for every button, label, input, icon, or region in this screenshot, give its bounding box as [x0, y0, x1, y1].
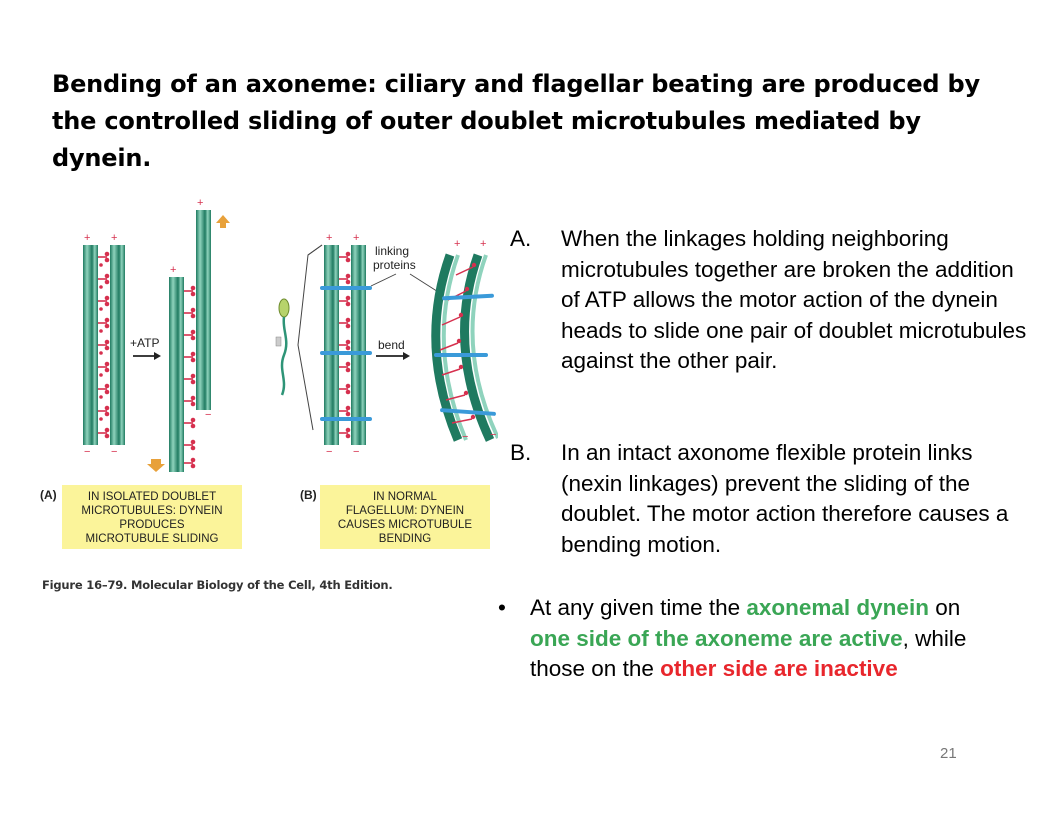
svg-text:IN ISOLATED DOUBLET: IN ISOLATED DOUBLET: [88, 491, 216, 503]
highlight-axonemal-dynein: axonemal dynein: [746, 595, 929, 620]
page-number: 21: [940, 745, 957, 762]
bullet-text-part: , while those on the: [530, 625, 967, 682]
svg-text:+: +: [111, 232, 117, 244]
bullet-text-part: on: [928, 595, 961, 620]
svg-text:−: −: [84, 446, 90, 458]
point-a-text: When the linkages holding neighboring mi…: [561, 226, 1027, 373]
svg-text:MICROTUBULES: DYNEIN: MICROTUBULES: DYNEIN: [81, 505, 222, 517]
point-b-text: In an intact axonome flexible protein li…: [561, 440, 1009, 557]
panel-a-letter: (A): [40, 488, 57, 502]
svg-text:+ATP: +ATP: [130, 336, 159, 350]
bullet-dot: •: [498, 595, 506, 620]
svg-text:−: −: [490, 429, 496, 441]
svg-text:+: +: [84, 232, 90, 244]
panel-a-doublet-2: + + −: [147, 197, 230, 472]
bullet-text-part: At any given time the: [530, 595, 747, 620]
svg-text:−: −: [462, 431, 468, 443]
panel-a-label-box: IN ISOLATED DOUBLET MICROTUBULES: DYNEIN…: [62, 485, 242, 549]
svg-text:−: −: [205, 409, 211, 421]
bullet-text: At any given time the axonemal dynein on…: [530, 593, 990, 685]
svg-text:proteins: proteins: [373, 258, 416, 272]
svg-text:+: +: [454, 238, 460, 250]
figure-caption: Figure 16–79. Molecular Biology of the C…: [42, 578, 393, 592]
panel-a-doublet-1: + + − −: [83, 232, 125, 458]
slide-title: Bending of an axoneme: ciliary and flage…: [52, 70, 980, 172]
point-a-marker: A.: [510, 226, 532, 251]
svg-text:+: +: [197, 197, 203, 209]
linking-proteins-label: linking proteins: [370, 244, 444, 296]
bend-arrow: bend: [376, 338, 410, 360]
svg-text:+: +: [326, 232, 332, 244]
panel-b-straight-axoneme: + + − −: [320, 232, 372, 458]
panel-b-bent-axoneme: + + − −: [431, 238, 498, 443]
axoneme-figure: + + − − +ATP + + − (A) IN ISOLATED DOUBL…: [40, 197, 498, 549]
svg-text:−: −: [353, 446, 359, 458]
svg-text:IN NORMAL: IN NORMAL: [373, 491, 438, 503]
highlight-inactive-side: other side are inactive: [660, 656, 898, 681]
svg-text:linking: linking: [375, 244, 409, 258]
svg-text:MICROTUBULE SLIDING: MICROTUBULE SLIDING: [86, 533, 219, 545]
svg-text:CAUSES MICROTUBULE: CAUSES MICROTUBULE: [338, 519, 473, 531]
atp-arrow: +ATP: [130, 336, 161, 360]
panel-b-label-box: IN NORMAL FLAGELLUM: DYNEIN CAUSES MICRO…: [320, 485, 490, 549]
svg-text:PRODUCES: PRODUCES: [119, 519, 185, 531]
svg-text:−: −: [326, 446, 332, 458]
svg-text:+: +: [353, 232, 359, 244]
svg-text:+: +: [480, 238, 486, 250]
panel-b-letter: (B): [300, 488, 317, 502]
svg-text:bend: bend: [378, 338, 405, 352]
svg-text:BENDING: BENDING: [379, 533, 431, 545]
svg-text:FLAGELLUM: DYNEIN: FLAGELLUM: DYNEIN: [346, 505, 464, 517]
highlight-active-side: one side of the axoneme are active: [530, 625, 903, 651]
panel-b-sperm-icon: [275, 244, 323, 431]
point-b-marker: B.: [510, 440, 532, 465]
svg-text:+: +: [170, 264, 176, 276]
svg-text:−: −: [111, 446, 117, 458]
